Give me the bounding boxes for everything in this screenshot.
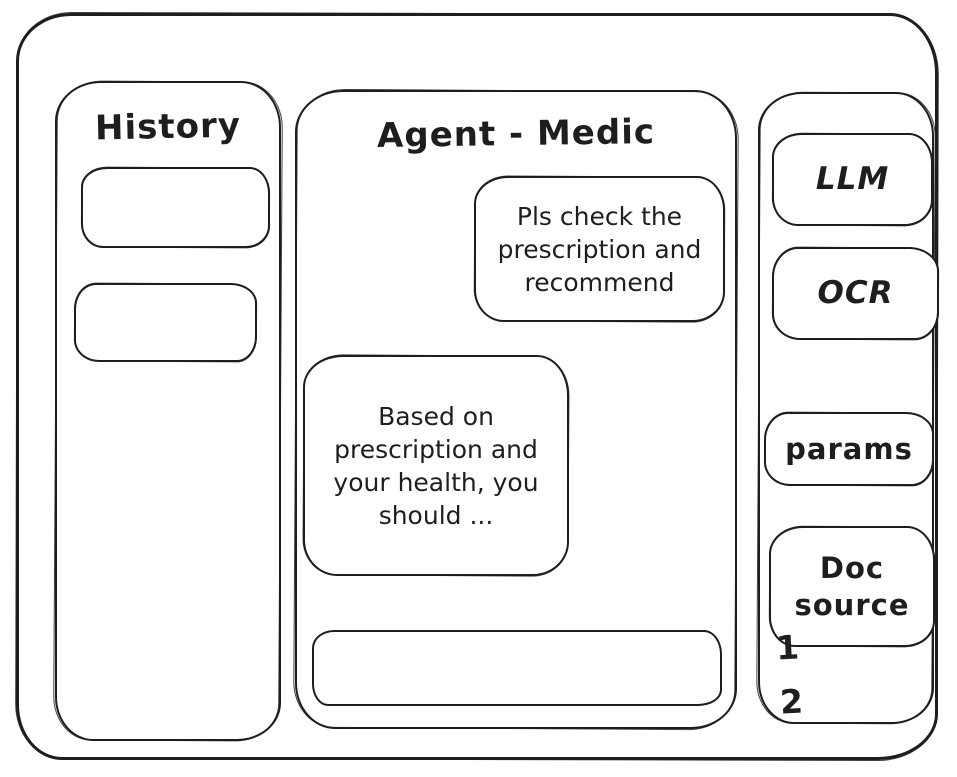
doc-source-item[interactable]: 2 [778,681,804,722]
llm-button-label: LLM [815,161,890,198]
history-panel-title: History [94,105,242,149]
chat-panel: Agent - Medic Pls check the prescription… [295,90,737,729]
params-button[interactable]: params [764,412,934,486]
ocr-button[interactable]: OCR [772,247,939,340]
history-item[interactable] [81,167,270,248]
agent-message-bubble: Based on prescription and your health, y… [303,355,569,576]
params-button-label: params [785,431,913,466]
tools-panel: LLM OCR params Doc source 1 2 [758,92,939,724]
history-panel: History [55,81,281,741]
chat-panel-title: Agent - Medic [376,112,656,156]
doc-source-button[interactable]: Doc source [769,526,935,647]
agent-message-text: Based on prescription and your health, y… [333,401,539,530]
app-frame: History Agent - Medic Pls check the pres… [16,13,939,760]
doc-source-item[interactable]: 1 [774,627,800,668]
message-input[interactable] [312,630,722,706]
user-message-bubble: Pls check the prescription and recommend [474,176,725,322]
llm-button[interactable]: LLM [772,133,933,226]
user-message-text: Pls check the prescription and recommend [497,201,702,297]
history-item[interactable] [74,283,257,362]
doc-source-button-label: Doc source [794,551,910,622]
ocr-button-label: OCR [817,275,894,312]
